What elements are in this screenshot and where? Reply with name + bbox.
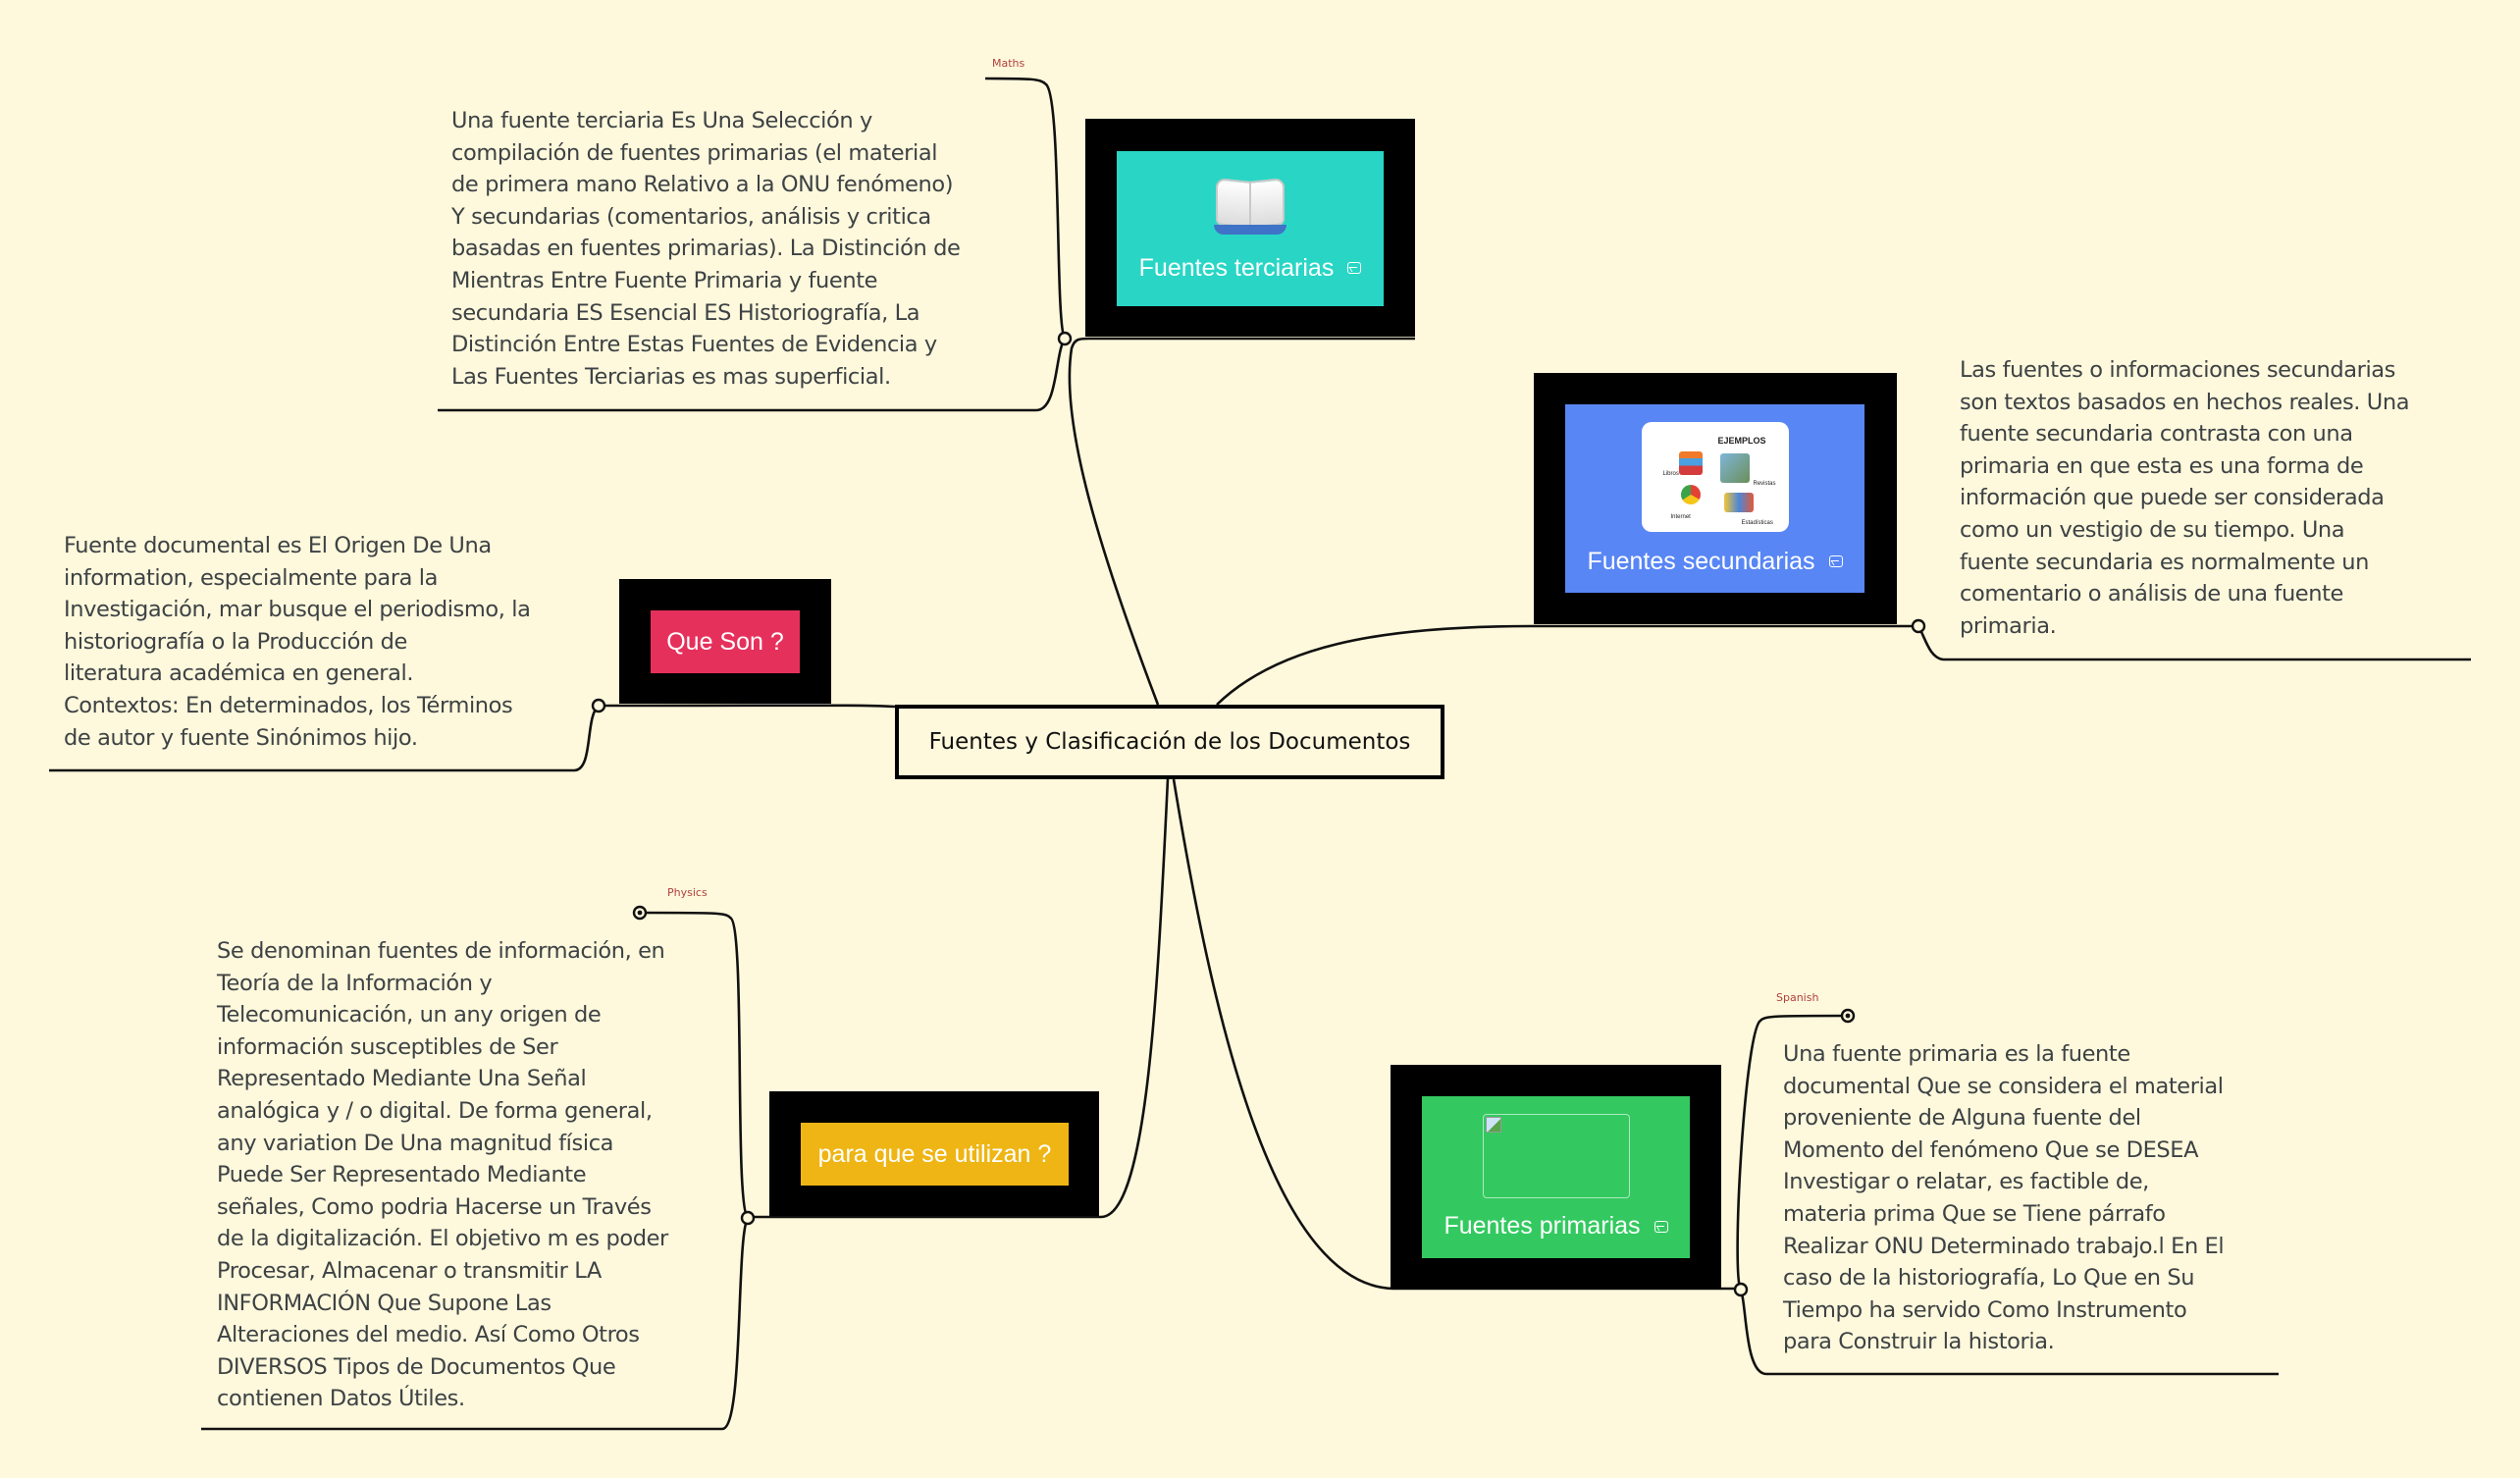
- statistics-icon: [1723, 492, 1754, 512]
- connector-que-son: [598, 704, 896, 709]
- topic-terciarias-body[interactable]: Fuentes terciarias: [1117, 151, 1384, 306]
- broken-image-icon: [1485, 1117, 1501, 1133]
- broken-image-placeholder: [1482, 1114, 1630, 1198]
- tag-marker-physics: [632, 905, 648, 921]
- topic-que-son[interactable]: Que Son ?: [619, 579, 831, 704]
- topic-secundarias-label: Fuentes secundarias: [1587, 547, 1815, 575]
- topic-primarias[interactable]: Fuentes primarias: [1391, 1065, 1721, 1290]
- ejemplos-image: EJEMPLOS Libros Revistas Internet Estadí…: [1641, 421, 1789, 532]
- note-terciarias[interactable]: Una fuente terciaria Es Una Selección y …: [451, 108, 961, 390]
- note-para-que[interactable]: Se denominan fuentes de información, en …: [217, 938, 668, 1412]
- magazines-icon: [1719, 452, 1750, 483]
- note-secundarias[interactable]: Las fuentes o informaciones secundarias …: [1960, 357, 2410, 639]
- topic-terciarias[interactable]: Fuentes terciarias: [1085, 119, 1415, 337]
- note-primarias[interactable]: Una fuente primaria es la fuente documen…: [1783, 1041, 2225, 1355]
- ejemplos-item-internet: Internet: [1670, 513, 1691, 520]
- topic-para-que-label: para que se utilizan ?: [817, 1139, 1052, 1168]
- topic-que-son-label: Que Son ?: [666, 627, 784, 656]
- tag-maths: Maths: [992, 57, 1025, 70]
- node-junction-secundarias: [1911, 618, 1926, 634]
- image-icon[interactable]: [1654, 1220, 1668, 1233]
- image-icon[interactable]: [1347, 262, 1362, 274]
- node-junction-que-son: [591, 698, 606, 713]
- tag-marker-spanish-dot: [1845, 1013, 1851, 1019]
- topic-primarias-body[interactable]: Fuentes primarias: [1422, 1096, 1690, 1258]
- tag-physics: Physics: [667, 886, 708, 899]
- topic-primarias-label: Fuentes primarias: [1444, 1212, 1641, 1240]
- open-book-icon: [1214, 176, 1286, 237]
- tag-spanish: Spanish: [1776, 991, 1819, 1004]
- node-junction-primarias: [1733, 1282, 1749, 1297]
- note-que-son[interactable]: Fuente documental es El Origen De Una in…: [64, 533, 531, 751]
- node-junction-terciarias: [1057, 331, 1073, 346]
- ejemplos-heading: EJEMPLOS: [1717, 435, 1766, 446]
- ejemplos-item-libros: Libros: [1662, 470, 1679, 477]
- image-icon[interactable]: [1828, 555, 1843, 567]
- topic-secundarias-body[interactable]: EJEMPLOS Libros Revistas Internet Estadí…: [1565, 404, 1864, 593]
- topic-que-son-body[interactable]: Que Son ?: [651, 610, 800, 673]
- connector-terciarias-note: [984, 77, 1067, 340]
- ejemplos-item-estadisticas: Estadísticas: [1741, 519, 1773, 526]
- tag-marker-spanish: [1840, 1008, 1856, 1024]
- topic-secundarias[interactable]: EJEMPLOS Libros Revistas Internet Estadí…: [1534, 373, 1897, 624]
- connector-secundarias: [1216, 624, 1914, 706]
- central-topic[interactable]: Fuentes y Clasificación de los Documento…: [895, 705, 1444, 779]
- tag-marker-physics-dot: [637, 910, 643, 916]
- central-topic-label: Fuentes y Clasificación de los Documento…: [928, 729, 1411, 755]
- topic-para-que-body[interactable]: para que se utilizan ?: [801, 1123, 1069, 1186]
- books-icon: [1678, 450, 1703, 475]
- browser-icons: [1680, 484, 1701, 504]
- ejemplos-item-revistas: Revistas: [1753, 480, 1776, 487]
- topic-para-que[interactable]: para que se utilizan ?: [769, 1091, 1099, 1216]
- connector-terciarias: [1068, 337, 1415, 706]
- topic-terciarias-label: Fuentes terciarias: [1138, 253, 1335, 282]
- node-junction-para-que: [740, 1210, 756, 1226]
